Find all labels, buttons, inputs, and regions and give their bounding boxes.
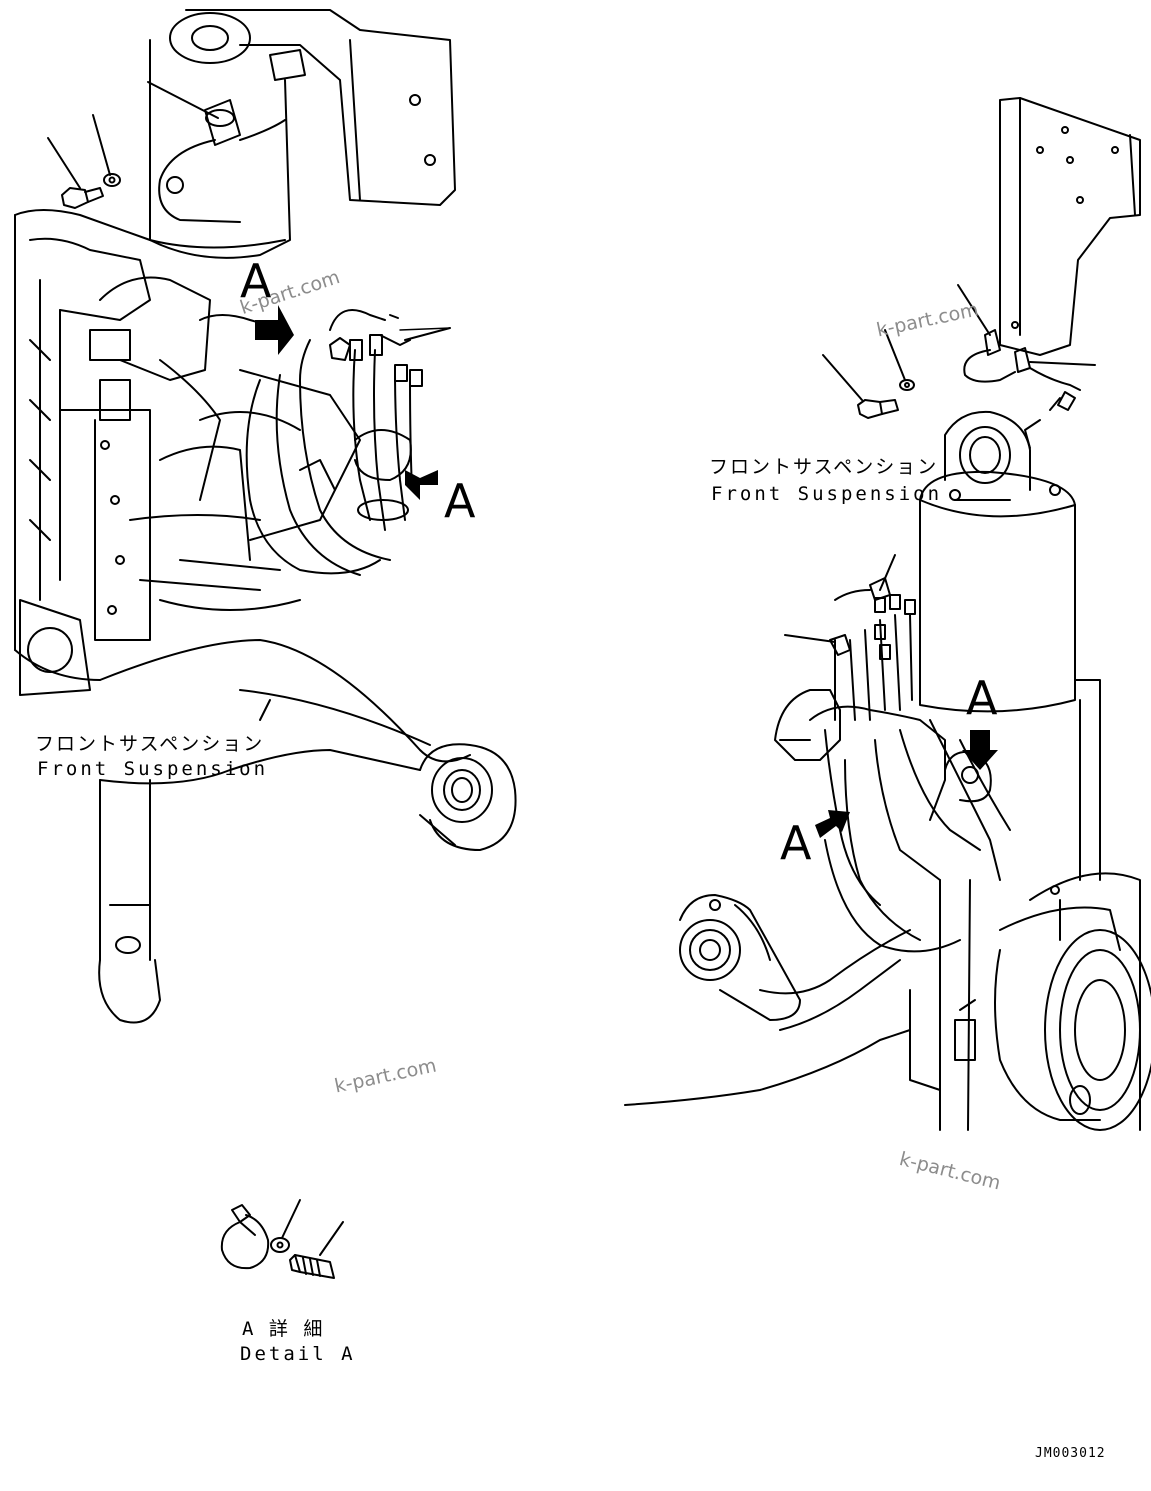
front-suspension-label-jp-left: フロントサスペンション: [35, 733, 265, 755]
left-suspension-assembly: [14, 9, 517, 1024]
detail-a-label-jp: A 詳 細: [242, 1318, 325, 1340]
arrow-left-side: [405, 470, 438, 500]
callout-a-right-side: A: [780, 816, 812, 870]
arrow-right-side: [815, 810, 850, 838]
callout-a-right-top: A: [966, 671, 998, 725]
front-suspension-label-en-right: Front Suspension: [711, 483, 943, 505]
detail-a-label-en: Detail A: [240, 1343, 356, 1365]
callout-a-left-top: A: [240, 254, 272, 308]
arrow-right-top: [962, 730, 998, 770]
front-suspension-label-jp-right: フロントサスペンション: [709, 456, 939, 478]
front-suspension-label-en-left: Front Suspension: [37, 758, 269, 780]
detail-a-parts: [220, 1199, 344, 1279]
drawing-code: JM003012: [1035, 1446, 1106, 1461]
callout-a-left-side: A: [444, 474, 476, 528]
right-suspension-assembly: [624, 97, 1151, 1131]
arrow-left-top: [255, 305, 294, 355]
